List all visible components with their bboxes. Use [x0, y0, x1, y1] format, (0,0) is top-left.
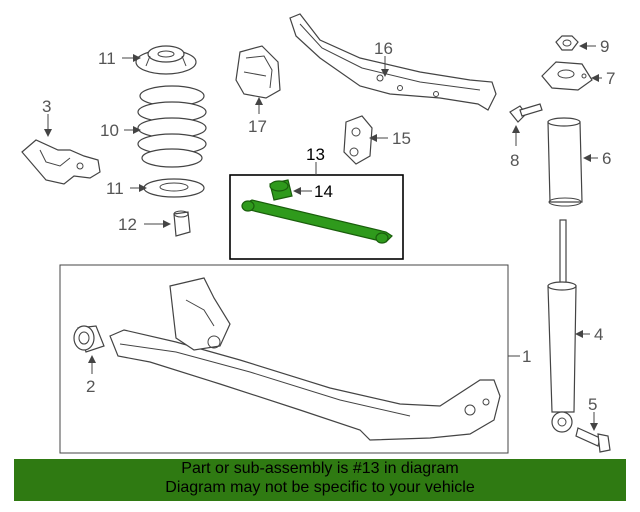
callout-12: 12	[118, 215, 137, 234]
bolt-part-8[interactable]	[509, 103, 543, 123]
bracket-part-3[interactable]	[21, 139, 101, 185]
callout-10: 10	[100, 121, 119, 140]
callout-16: 16	[374, 39, 393, 58]
callout-14: 14	[314, 182, 333, 201]
crossmember-part-16[interactable]	[289, 13, 497, 111]
callout-17: 17	[248, 117, 267, 136]
bolt-part-5[interactable]	[575, 427, 611, 453]
callout-2: 2	[86, 377, 95, 396]
boot-part-6[interactable]	[547, 117, 583, 207]
trailing-link-part-13[interactable]	[241, 199, 393, 244]
coil-spring-part-10[interactable]	[137, 85, 207, 168]
callout-11-upper: 11	[98, 49, 116, 68]
callout-5: 5	[588, 395, 597, 414]
bushing-part-2[interactable]	[73, 325, 105, 353]
callout-4: 4	[594, 325, 603, 344]
callout-6: 6	[602, 149, 611, 168]
callout-8: 8	[510, 151, 519, 170]
upper-spring-insulator-part-11[interactable]	[135, 45, 197, 75]
info-banner: Part or sub-assembly is #13 in diagram D…	[14, 459, 626, 501]
banner-line-2: Diagram may not be specific to your vehi…	[165, 479, 475, 496]
banner-line-1: Part or sub-assembly is #13 in diagram	[181, 460, 459, 477]
lower-spring-insulator-part-11[interactable]	[143, 178, 205, 198]
upper-mount-part-7[interactable]	[541, 61, 593, 91]
bracket-part-17[interactable]	[235, 45, 281, 99]
callout-3: 3	[42, 97, 51, 116]
bracket-part-15[interactable]	[343, 115, 373, 165]
axle-assembly-part-1[interactable]	[109, 277, 501, 441]
callout-13: 13	[306, 145, 325, 164]
shock-absorber-part-4[interactable]	[547, 219, 577, 433]
callout-7: 7	[606, 69, 615, 88]
nut-part-9[interactable]	[555, 35, 579, 51]
callout-1: 1	[522, 347, 531, 366]
link-bushing-part-14[interactable]	[269, 179, 293, 201]
callout-11-lower: 11	[106, 179, 124, 198]
callout-9: 9	[600, 37, 609, 56]
axle-assembly-box	[59, 264, 509, 454]
bump-stop-part-12[interactable]	[173, 210, 191, 237]
callout-15: 15	[392, 129, 411, 148]
